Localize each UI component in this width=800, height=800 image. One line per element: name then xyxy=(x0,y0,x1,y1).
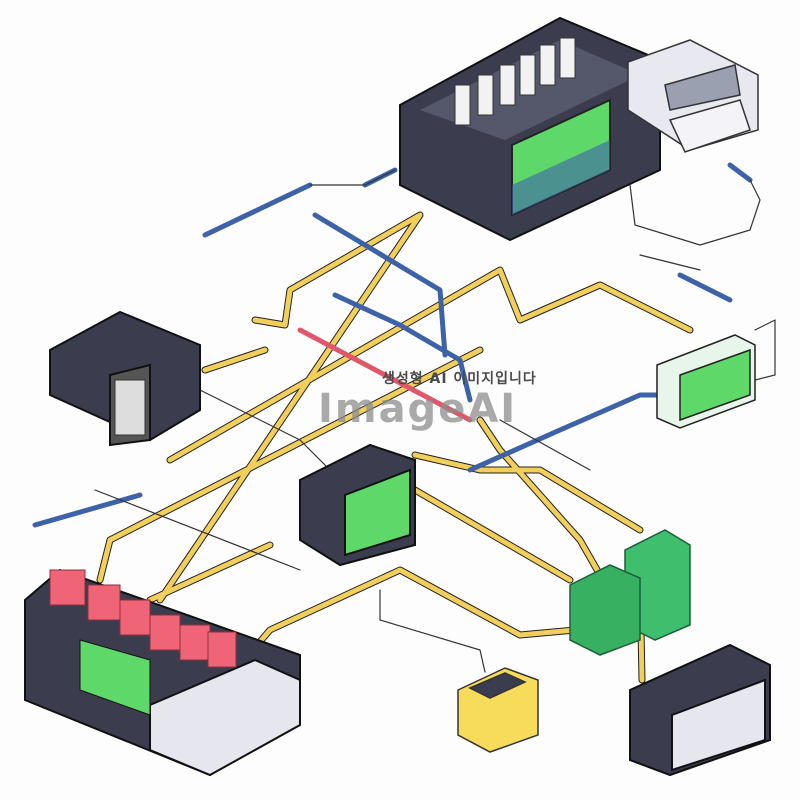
wire xyxy=(199,389,331,471)
green-boxes xyxy=(569,529,691,656)
blue-pipe xyxy=(312,212,448,358)
blue-pipe xyxy=(32,492,143,528)
watermark-logo: ImageAI xyxy=(318,386,518,432)
red-pipe xyxy=(297,327,473,423)
wire xyxy=(754,319,776,381)
blue-pipe xyxy=(202,182,313,238)
center-device xyxy=(299,443,416,567)
yellow-box xyxy=(457,667,539,753)
bottom-left-rack xyxy=(24,568,301,777)
top-server-rack xyxy=(399,16,661,242)
blue-pipe xyxy=(332,292,473,403)
wire xyxy=(629,179,761,246)
wire xyxy=(94,489,301,571)
watermark-caption: 생성형 AI 이미지입니다 xyxy=(382,371,537,387)
blue-pipe xyxy=(677,272,733,303)
cables xyxy=(32,162,776,684)
wire xyxy=(499,419,591,471)
right-green-panel xyxy=(656,334,756,429)
wire xyxy=(639,254,701,271)
top-right-unit xyxy=(627,39,759,153)
wire xyxy=(309,169,396,186)
bottom-right-device xyxy=(629,643,771,777)
left-server-box xyxy=(49,310,201,447)
wire xyxy=(379,589,486,673)
yellow-pipe xyxy=(411,451,644,534)
blue-pipe xyxy=(467,392,663,473)
blue-pipe xyxy=(727,162,753,183)
